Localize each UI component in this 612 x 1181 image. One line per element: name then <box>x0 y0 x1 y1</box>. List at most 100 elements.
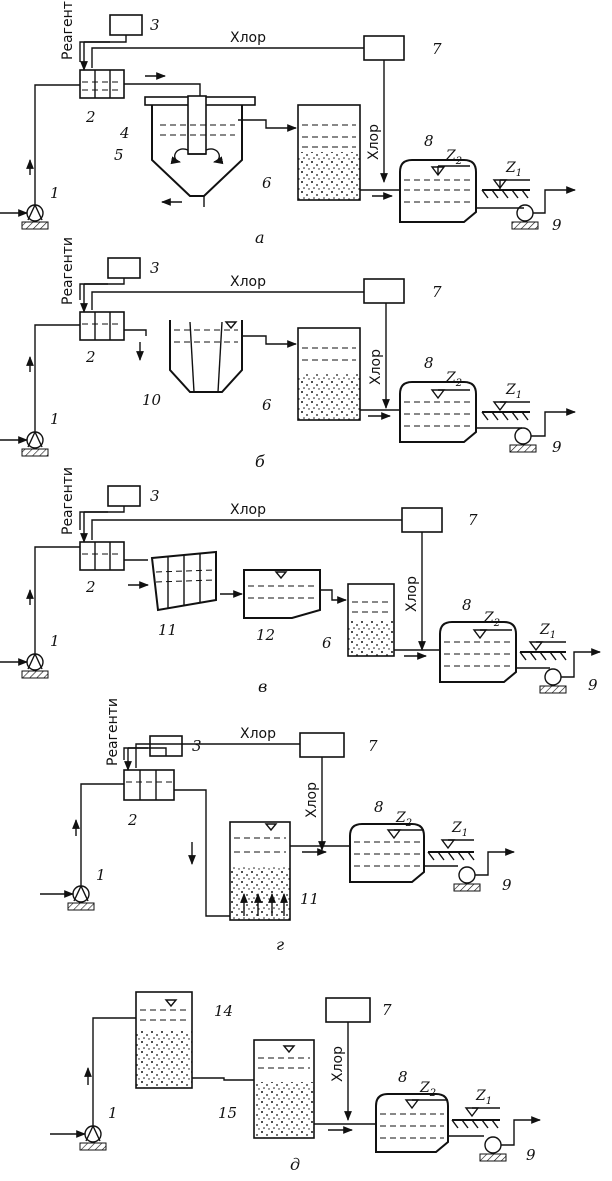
mixer-2-v <box>79 541 125 571</box>
label-3: 3 <box>150 16 160 34</box>
scheme-b: 1 2 Реагенти 3 Хлор 7 Хлор 10 <box>0 237 576 471</box>
mixer-2-b <box>79 311 125 341</box>
label-2-b: 2 <box>85 348 96 366</box>
flocculator-11 <box>150 550 217 612</box>
svg-text:Z1: Z1 <box>539 622 556 641</box>
label-6: 6 <box>262 174 272 192</box>
label-10: 10 <box>142 391 162 409</box>
label-1-b: 1 <box>50 410 60 428</box>
reagent-tank-3 <box>109 14 143 36</box>
caption-v: в <box>258 677 267 696</box>
label-9: 9 <box>552 216 562 234</box>
filter-6 <box>297 104 361 201</box>
chlorine-label-top: Хлор <box>230 30 266 46</box>
chlorine-label-vertical-v: Хлор <box>404 576 420 612</box>
svg-text:Z1: Z1 <box>505 382 522 401</box>
scheme-a: 1 2 Реагенти 3 Хлор 7 Хлор <box>0 0 576 247</box>
label-2: 2 <box>85 108 96 126</box>
label-8-d: 8 <box>398 1068 408 1086</box>
pump-1 <box>21 204 49 230</box>
contact-clarifier-11 <box>229 821 291 921</box>
chlorine-label-top-b: Хлор <box>230 274 266 290</box>
reservoir-8-d <box>375 1093 449 1153</box>
scheme-d: 1 14 15 7 Хлор 8 <box>50 991 541 1174</box>
reagent-tank-3-b <box>107 257 141 279</box>
chlorine-label-vertical: Хлор <box>366 124 382 160</box>
filter-14 <box>135 991 193 1089</box>
label-14: 14 <box>214 1002 233 1020</box>
scheme-v: 1 2 Реагенти 3 Хлор 7 Хлор 11 <box>0 467 601 696</box>
label-15: 15 <box>218 1104 237 1122</box>
z1-label: Z1 <box>505 160 522 179</box>
label-6-v: 6 <box>322 634 332 652</box>
label-8: 8 <box>424 132 434 150</box>
label-9-b: 9 <box>552 438 562 456</box>
mixer-2-g <box>123 769 175 801</box>
chlorinator-7-g <box>299 732 345 758</box>
reagents-label-b: Реагенти <box>60 237 76 305</box>
mixer-2 <box>79 69 125 99</box>
label-2-v: 2 <box>85 578 96 596</box>
chlorinator-7 <box>363 35 405 61</box>
label-3-v: 3 <box>150 487 160 505</box>
reservoir-8 <box>399 159 477 223</box>
label-1-d: 1 <box>108 1104 118 1122</box>
reagents-label-v: Реагенти <box>60 467 76 535</box>
label-9-v: 9 <box>588 676 598 694</box>
label-11-g: 11 <box>300 890 319 908</box>
chlorinator-7-d <box>325 997 371 1023</box>
reservoir-8-g <box>349 823 425 883</box>
chlorine-label-top-g: Хлор <box>240 726 276 742</box>
label-8-v: 8 <box>462 596 472 614</box>
scheme-g: 1 2 Реагенти 3 Хлор 7 Хлор <box>40 698 515 954</box>
label-4: 4 <box>119 124 130 142</box>
z2-label: Z2 <box>445 148 462 167</box>
chlorine-label-vertical-b: Хлор <box>368 349 384 385</box>
chlorine-label-vertical-g: Хлор <box>304 782 320 818</box>
reservoir-8-v <box>439 621 517 683</box>
svg-text:Z2: Z2 <box>395 810 412 829</box>
label-2-g: 2 <box>127 811 138 829</box>
caption-d: д <box>290 1155 300 1174</box>
label-6-b: 6 <box>262 396 272 414</box>
label-9-d: 9 <box>526 1146 536 1164</box>
chlorine-label-top-v: Хлор <box>230 502 266 518</box>
label-8-b: 8 <box>424 354 434 372</box>
svg-text:Z2: Z2 <box>445 370 462 389</box>
label-3-b: 3 <box>150 259 160 277</box>
svg-text:Z1: Z1 <box>475 1088 492 1107</box>
caption-a: а <box>255 228 265 247</box>
settler-12 <box>243 569 321 619</box>
label-7-g: 7 <box>368 737 378 755</box>
svg-text:Z2: Z2 <box>419 1080 436 1099</box>
chlorinator-7-b <box>363 278 405 304</box>
caption-b: б <box>255 452 265 471</box>
label-9-g: 9 <box>502 876 512 894</box>
reagent-tank-3-v <box>107 485 141 507</box>
label-3-g: 3 <box>192 737 202 755</box>
label-7-v: 7 <box>468 511 478 529</box>
label-7-d: 7 <box>382 1001 392 1019</box>
clarifier-10 <box>169 320 243 393</box>
svg-text:Z2: Z2 <box>483 610 500 629</box>
reagents-label-g: Реагенти <box>105 698 121 766</box>
caption-g: г <box>276 935 284 954</box>
chlorinator-7-v <box>401 507 443 533</box>
label-7-b: 7 <box>432 283 442 301</box>
clarifier-4-5 <box>144 95 256 207</box>
filter-6-v <box>347 583 395 657</box>
label-1-v: 1 <box>50 632 60 650</box>
label-1: 1 <box>50 184 60 202</box>
label-12: 12 <box>256 626 275 644</box>
reservoir-8-b <box>399 381 477 443</box>
label-5: 5 <box>114 146 124 164</box>
filter-6-b <box>297 327 361 421</box>
chlorine-label-vertical-d: Хлор <box>330 1046 346 1082</box>
label-7: 7 <box>432 40 442 58</box>
reagents-label: Реагенти <box>60 0 76 60</box>
filter-15 <box>253 1039 315 1139</box>
label-1-g: 1 <box>96 866 106 884</box>
svg-text:Z1: Z1 <box>451 820 468 839</box>
label-11-v: 11 <box>158 621 177 639</box>
label-8-g: 8 <box>374 798 384 816</box>
